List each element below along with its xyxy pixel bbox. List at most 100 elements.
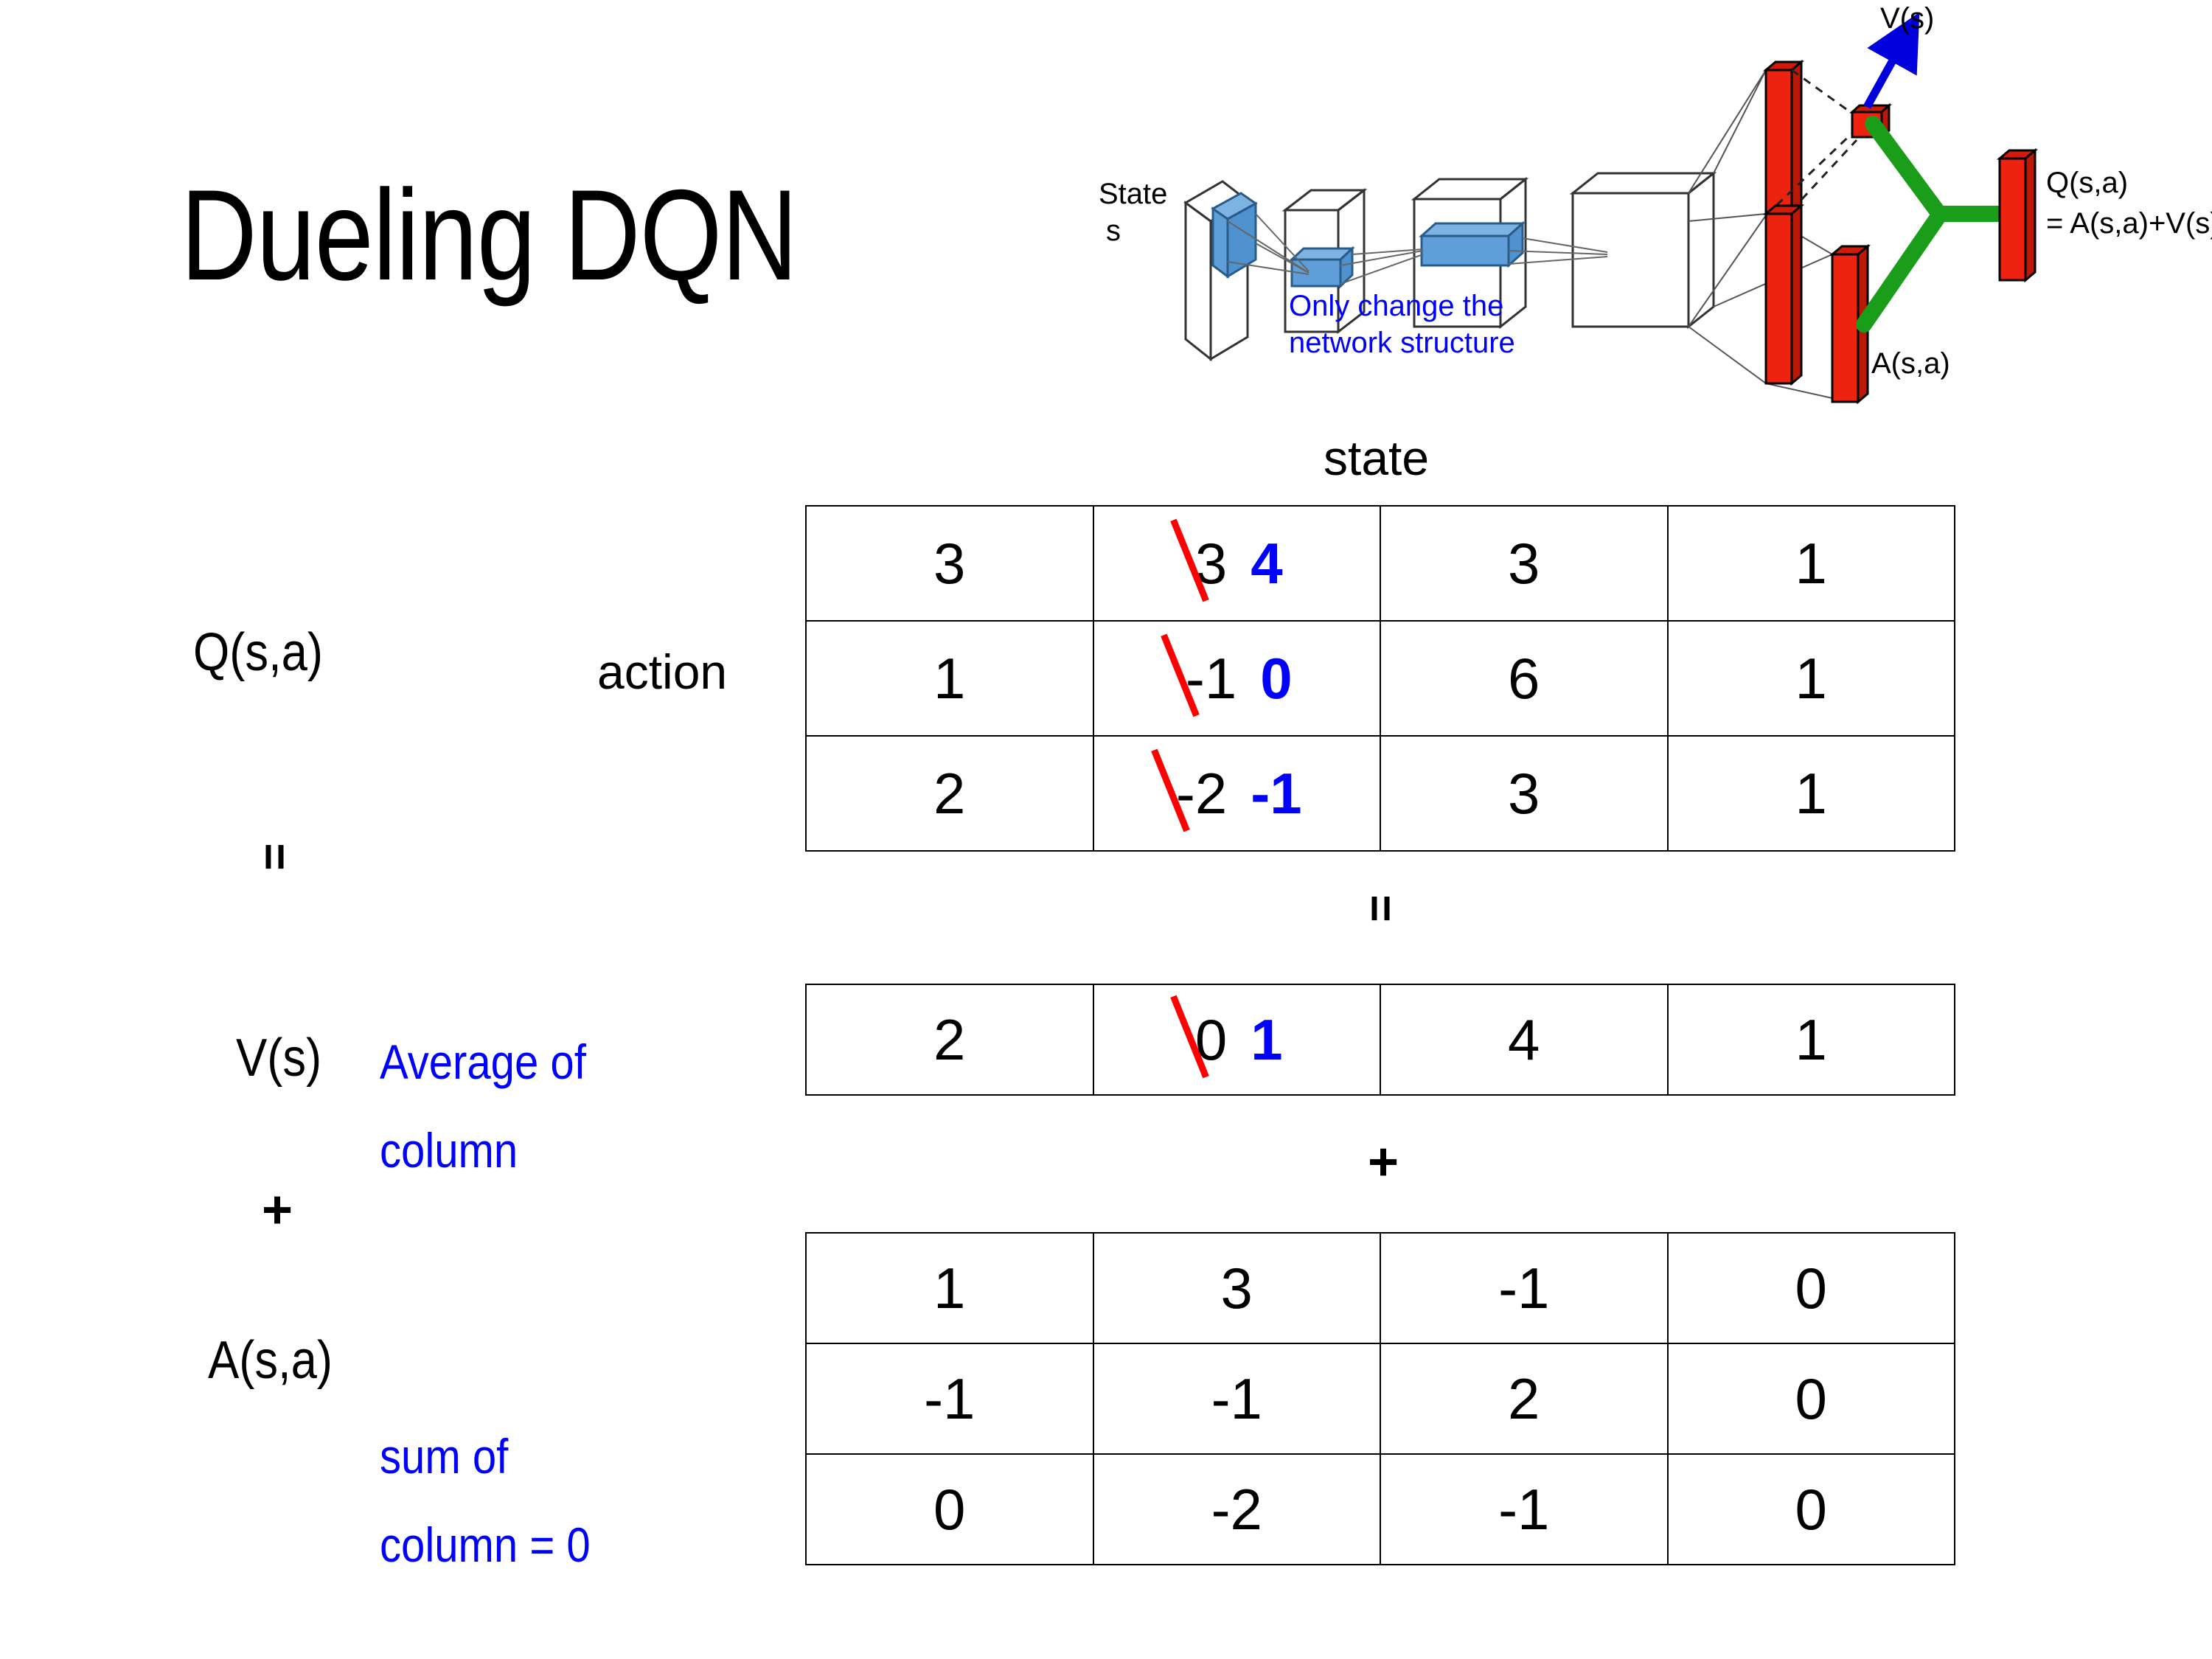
cell-content: 1 xyxy=(1669,507,1955,620)
strikethrough-mark xyxy=(1170,995,1209,1078)
state-axis-label: state xyxy=(1324,431,1430,485)
v-note-line2: column xyxy=(380,1123,518,1178)
cell-value: 2 xyxy=(933,760,966,826)
cell-r2-c2: -1 xyxy=(1380,1453,1669,1565)
diagram-note-line1: Only change the xyxy=(1289,290,1504,322)
strikethrough-mark xyxy=(1170,518,1209,602)
cell-value: -2 xyxy=(1211,1476,1262,1542)
cell-content: 0 xyxy=(1669,1234,1955,1343)
v-label: V(s) xyxy=(236,1029,322,1088)
cell-r1-c2: 2 xyxy=(1380,1343,1669,1455)
cell-content: 6 xyxy=(1381,622,1667,735)
strikethrough-mark xyxy=(1161,633,1200,717)
cell-value: 3 xyxy=(1170,518,1231,602)
cell-value: 0 xyxy=(1170,995,1231,1078)
a-label: A(s,a) xyxy=(208,1331,333,1390)
cell-content: -1 xyxy=(1381,1455,1667,1564)
cell-value: 1 xyxy=(1795,645,1827,711)
cell-r0-c3: 1 xyxy=(1666,505,1955,622)
cell-r0-c3: 1 xyxy=(1666,984,1955,1096)
cell-content: 0 xyxy=(1669,1455,1955,1564)
cell-content: 3 xyxy=(1381,737,1667,850)
cell-value: 2 xyxy=(1508,1366,1540,1431)
cell-content: 2 xyxy=(807,737,1093,850)
cell-content: 2 xyxy=(1381,1344,1667,1453)
v-note-line1: Average of xyxy=(380,1034,586,1089)
cell-r0-c0: 1 xyxy=(805,1232,1094,1344)
cell-content: 3 xyxy=(1381,507,1667,620)
cell-value: -2 xyxy=(1151,748,1231,832)
cell-content: 0 xyxy=(807,1455,1093,1564)
diagram-v-label: V(s) xyxy=(1880,2,1935,35)
cell-r2-c0: 2 xyxy=(805,735,1094,852)
table-row: 2 -2 -1 3 1 xyxy=(805,735,1955,852)
action-axis-label: action xyxy=(597,644,728,699)
plus-sign-left: + xyxy=(262,1180,293,1239)
cell-value: -1 xyxy=(924,1366,975,1431)
strikethrough-mark xyxy=(1151,748,1190,832)
page-title: Dueling DQN xyxy=(181,164,798,307)
a-note-line1: sum of xyxy=(380,1429,509,1484)
cell-value: 1 xyxy=(1795,530,1827,596)
cell-r2-c1: -2 -1 xyxy=(1092,735,1381,852)
cell-content: 1 xyxy=(1669,622,1955,735)
cell-value: 0 xyxy=(933,1476,966,1542)
dueling-network-diagram: State s Only change the network structur… xyxy=(1099,0,2212,413)
cell-value: 3 xyxy=(1508,760,1540,826)
equals-sign-mid: = xyxy=(1354,894,1408,922)
cell-value: 1 xyxy=(1795,760,1827,826)
cell-new-value: -1 xyxy=(1251,760,1302,826)
cell-r0-c3: 0 xyxy=(1666,1232,1955,1344)
cell-r1-c0: -1 xyxy=(805,1343,1094,1455)
cell-value: -1 xyxy=(1498,1476,1550,1542)
cell-value: 0 xyxy=(1795,1366,1827,1431)
cell-r2-c1: -2 xyxy=(1092,1453,1381,1565)
cell-new-value: 0 xyxy=(1260,645,1293,711)
cell-r2-c0: 0 xyxy=(805,1453,1094,1565)
table-row: 0 -2 -1 0 xyxy=(805,1453,1955,1565)
cell-content: -2 -1 xyxy=(1094,737,1380,850)
cell-content: 1 xyxy=(1669,985,1955,1094)
diagram-q-label-line2: = A(s,a)+V(s) xyxy=(2046,207,2212,240)
cell-content: 4 xyxy=(1381,985,1667,1094)
cell-r2-c3: 0 xyxy=(1666,1453,1955,1565)
cell-r0-c2: 3 xyxy=(1380,505,1669,622)
diagram-q-label-line1: Q(s,a) xyxy=(2046,167,2129,199)
cell-content: 3 xyxy=(807,507,1093,620)
cell-r2-c2: 3 xyxy=(1380,735,1669,852)
cell-value: 0 xyxy=(1795,1255,1827,1321)
cell-content: 1 xyxy=(807,622,1093,735)
table-row: -1 -1 2 0 xyxy=(805,1343,1955,1455)
cell-content: -1 xyxy=(1381,1234,1667,1343)
cell-new-value: 1 xyxy=(1251,1006,1283,1072)
cell-value: 6 xyxy=(1508,645,1540,711)
cell-content: -1 xyxy=(1094,1344,1380,1453)
diagram-note-line2: network structure xyxy=(1289,327,1515,359)
network-architecture-svg xyxy=(1183,12,2039,405)
cell-r0-c0: 2 xyxy=(805,984,1094,1096)
cell-r2-c3: 1 xyxy=(1666,735,1955,852)
a-note-line2: column = 0 xyxy=(380,1517,591,1572)
cell-r0-c2: 4 xyxy=(1380,984,1669,1096)
diagram-a-label: A(s,a) xyxy=(1871,347,1950,380)
cell-value: 2 xyxy=(933,1006,966,1072)
cell-r1-c2: 6 xyxy=(1380,620,1669,737)
cell-new-value: 4 xyxy=(1251,530,1283,596)
cell-content: 1 xyxy=(1669,737,1955,850)
cell-value: -1 xyxy=(1211,1366,1262,1431)
cell-value: 3 xyxy=(1508,530,1540,596)
cell-content: -1 xyxy=(807,1344,1093,1453)
cell-r1-c0: 1 xyxy=(805,620,1094,737)
